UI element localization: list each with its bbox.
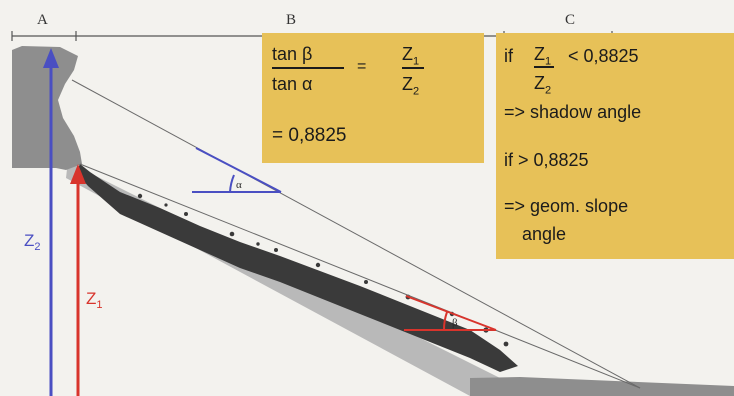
valley-floor bbox=[470, 377, 734, 396]
alpha-label: α bbox=[236, 179, 242, 191]
rule-frac-num: Z1 bbox=[534, 44, 552, 68]
rule-frac-den: Z2 bbox=[534, 73, 552, 97]
rule-then-2-line-2: angle bbox=[522, 224, 567, 244]
z2-arrow-head bbox=[43, 48, 59, 68]
rule-then-2-line-1: => geom. slope bbox=[504, 196, 629, 216]
beta-angle-marker bbox=[404, 295, 497, 331]
formula-box: tan β tan α = Z1 Z2 = 0,8825 bbox=[262, 33, 484, 163]
rock-cliff bbox=[12, 46, 82, 170]
formula-den-right: Z2 bbox=[402, 74, 420, 98]
section-label-c: C bbox=[565, 12, 575, 28]
debris-layer bbox=[76, 164, 518, 372]
line-top-to-toe bbox=[71, 79, 641, 389]
formula-frac-line-right bbox=[402, 67, 424, 69]
z1-arrow-head bbox=[70, 164, 86, 184]
beta-label: β bbox=[452, 317, 458, 329]
rule-if-1: if bbox=[504, 46, 513, 66]
formula-result: = 0,8825 bbox=[272, 125, 347, 146]
section-label-b: B bbox=[286, 12, 296, 28]
line-base-to-toe bbox=[79, 163, 641, 389]
formula-den-left: tan α bbox=[272, 74, 313, 94]
alpha-angle-marker bbox=[192, 147, 282, 193]
formula-equals: = bbox=[357, 58, 367, 75]
formula-num-left: tan β bbox=[272, 44, 313, 64]
z2-label: Z2 bbox=[24, 231, 41, 253]
z1-label: Z1 bbox=[86, 289, 103, 311]
rule-condition-1: < 0,8825 bbox=[568, 46, 639, 66]
formula-num-right: Z1 bbox=[402, 44, 420, 68]
rule-then-1: => shadow angle bbox=[504, 102, 642, 122]
rule-if-2: if > 0,8825 bbox=[504, 150, 589, 170]
section-label-a: A bbox=[37, 12, 48, 28]
formula-frac-line-left bbox=[272, 67, 344, 69]
rule-frac-line bbox=[534, 66, 554, 68]
rule-box: if Z1 Z2 < 0,8825 => shadow angle if > 0… bbox=[496, 33, 734, 259]
